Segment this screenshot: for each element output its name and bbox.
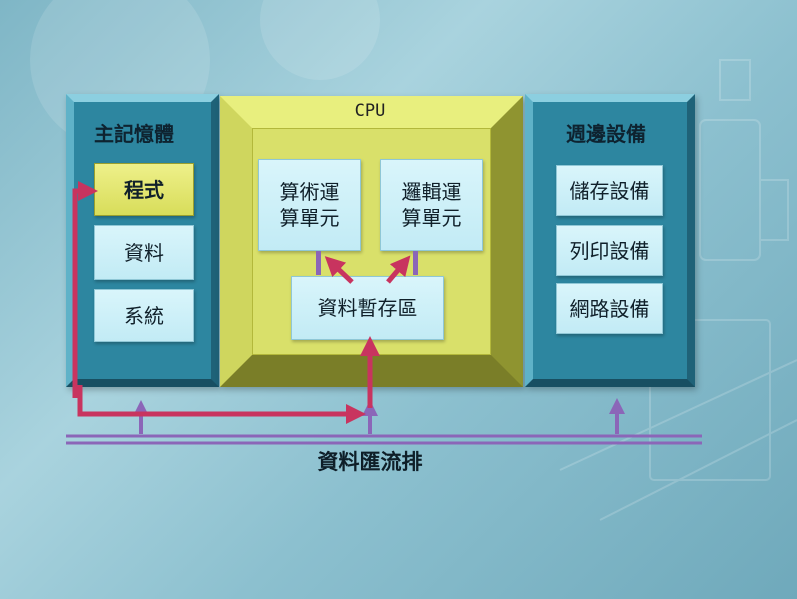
- cpu-label: CPU: [354, 101, 386, 121]
- register-to-lu-arrow: [386, 255, 411, 284]
- lu-connector: [413, 251, 418, 275]
- peripheral-storage[interactable]: 儲存設備: [556, 165, 663, 216]
- peripheral-network[interactable]: 網路設備: [556, 283, 663, 334]
- alu-connector: [316, 251, 321, 275]
- main-memory-title: 主記憶體: [94, 122, 174, 146]
- memory-item-system[interactable]: 系統: [94, 289, 194, 342]
- peripheral-printer[interactable]: 列印設備: [556, 225, 663, 276]
- data-bus-label: 資料匯流排: [317, 450, 423, 474]
- peripherals-title: 週邊設備: [566, 122, 646, 146]
- register-to-alu-arrow: [324, 256, 354, 284]
- red-path-memory-to-cpu: [77, 385, 366, 424]
- logic-unit-box[interactable]: 邏輯運 算單元: [380, 159, 483, 251]
- alu-box[interactable]: 算術運 算單元: [258, 159, 361, 251]
- data-bus-lines: [66, 434, 702, 445]
- red-path-to-program: [72, 181, 98, 398]
- memory-item-program[interactable]: 程式: [94, 163, 194, 216]
- memory-item-data[interactable]: 資料: [94, 225, 194, 280]
